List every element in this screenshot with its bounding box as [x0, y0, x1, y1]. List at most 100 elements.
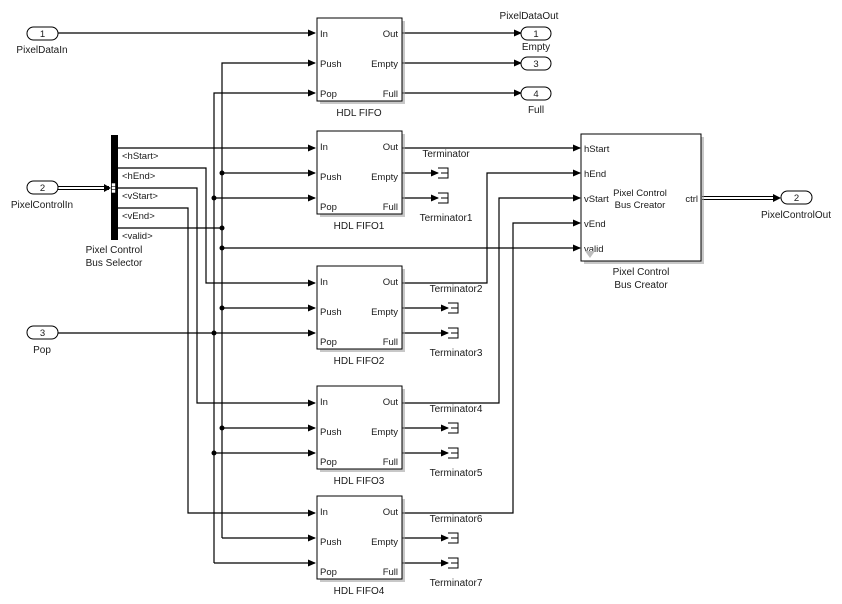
fifo-output-port-empty: Empty	[371, 172, 398, 183]
outport-pixeldataout[interactable]: PixelDataOut 1 Empty	[500, 11, 559, 53]
creator-port-hstart: hStart	[584, 144, 610, 155]
terminator-name: Terminator7	[430, 578, 483, 589]
junction-dot	[219, 225, 225, 231]
outport-number: 2	[794, 193, 799, 204]
terminator-block[interactable]: Terminator6	[430, 514, 483, 544]
fifo-input-port-push: Push	[320, 307, 342, 318]
bus-selector-name-2: Bus Selector	[86, 258, 143, 269]
creator-port-vend: vEnd	[584, 219, 606, 230]
fifo-name: HDL FIFO1	[334, 221, 385, 232]
terminators: TerminatorTerminator1Terminator2Terminat…	[420, 149, 483, 589]
bus-selector-name-1: Pixel Control	[86, 245, 143, 256]
terminator-name: Terminator4	[430, 404, 483, 415]
terminator-icon	[448, 302, 459, 314]
terminator-block[interactable]: Terminator2	[430, 284, 483, 314]
bus-wire-in[interactable]	[58, 184, 111, 192]
inport-number: 1	[40, 29, 45, 40]
junction-dot	[211, 450, 217, 456]
outport-number: 1	[533, 29, 538, 40]
inport-pixeldatain[interactable]: 1 PixelDataIn	[16, 26, 68, 56]
terminator-icon	[438, 192, 449, 204]
bus-creator-name-1: Pixel Control	[613, 267, 670, 278]
outport-label: Full	[528, 105, 544, 116]
inport-pixelcontrolin[interactable]: 2 PixelControlIn	[11, 180, 73, 211]
selector-signal-hend: <hEnd>	[122, 171, 156, 182]
fifo-output-port-out: Out	[383, 29, 399, 40]
fifo-name: HDL FIFO4	[334, 586, 385, 597]
fifo-output-port-empty: Empty	[371, 537, 398, 548]
selector-signal-valid: <valid>	[122, 231, 153, 242]
fifo-output-port-out: Out	[383, 397, 399, 408]
junction-dot	[219, 305, 225, 311]
terminator-icon	[438, 167, 449, 179]
outport-number: 4	[533, 89, 538, 100]
inport-label: PixelDataIn	[16, 45, 67, 56]
bus-wire-out[interactable]	[702, 194, 781, 202]
terminator-block[interactable]: Terminator3	[430, 327, 483, 359]
fifo-input-port-in: In	[320, 277, 328, 288]
junction-dot	[211, 330, 217, 336]
fifo-input-port-push: Push	[320, 537, 342, 548]
fifo-name: HDL FIFO	[336, 108, 381, 119]
wire-fifo3-out[interactable]	[402, 194, 581, 404]
outport-pixelcontrolout[interactable]: 2 PixelControlOut	[761, 190, 831, 221]
fifo-input-port-pop: Pop	[320, 457, 337, 468]
fifo-input-port-in: In	[320, 29, 328, 40]
wire-vend[interactable]	[118, 207, 316, 517]
outport-empty[interactable]: 3	[520, 56, 552, 71]
fifo-output-port-full: Full	[383, 567, 398, 578]
terminator-block[interactable]: Terminator4	[430, 404, 483, 434]
wire-pop-trunk[interactable]	[213, 89, 316, 563]
terminator-name: Terminator5	[430, 468, 483, 479]
outport-label: PixelControlOut	[761, 210, 831, 221]
bus-selector[interactable]: <hStart> <hEnd> <vStart> <vEnd> <valid> …	[86, 135, 159, 269]
wire-hend[interactable]	[118, 167, 316, 287]
outport-label: PixelDataOut	[500, 11, 559, 22]
fifo-output-port-full: Full	[383, 89, 398, 100]
outport-number: 3	[533, 59, 538, 70]
fifo-output-port-full: Full	[383, 457, 398, 468]
terminator-block[interactable]: Terminator5	[430, 447, 483, 479]
terminator-block[interactable]: Terminator7	[430, 557, 483, 589]
creator-inner-label-2: Bus Creator	[615, 200, 666, 211]
outport-full[interactable]: 4 Full	[520, 86, 552, 116]
fifo-input-port-push: Push	[320, 172, 342, 183]
fifo-input-port-push: Push	[320, 59, 342, 70]
junction-dot	[219, 170, 225, 176]
fifo-input-port-in: In	[320, 507, 328, 518]
junction-dot	[211, 195, 217, 201]
inport-label: PixelControlIn	[11, 200, 73, 211]
wire-vstart[interactable]	[118, 187, 316, 407]
terminator-icon	[448, 532, 459, 544]
inport-pop[interactable]: 3 Pop	[26, 325, 59, 356]
fifo-output-port-empty: Empty	[371, 307, 398, 318]
fifo-input-port-push: Push	[320, 427, 342, 438]
wire-fifo2-out[interactable]	[402, 169, 581, 284]
terminator-block[interactable]: Terminator	[422, 149, 470, 179]
bus-creator[interactable]: hStart hEnd vStart vEnd valid ctrl Pixel…	[580, 133, 704, 291]
terminator-name: Terminator6	[430, 514, 483, 525]
fifo-input-port-pop: Pop	[320, 89, 337, 100]
creator-port-valid: valid	[584, 244, 604, 255]
creator-port-ctrl: ctrl	[685, 194, 698, 205]
terminator-name: Terminator1	[420, 213, 473, 224]
selector-signal-vend: <vEnd>	[122, 211, 155, 222]
terminator-icon	[448, 327, 459, 339]
wire-push-trunk[interactable]	[221, 59, 316, 538]
wire-fifo4-out[interactable]	[402, 219, 581, 514]
terminator-icon	[448, 447, 459, 459]
terminator-block[interactable]: Terminator1	[420, 192, 473, 224]
selector-signal-hstart: <hStart>	[122, 151, 159, 162]
fifo-output-port-full: Full	[383, 202, 398, 213]
outport-sublabel: Empty	[522, 42, 550, 53]
inport-label: Pop	[33, 345, 51, 356]
terminator-name: Terminator2	[430, 284, 483, 295]
creator-inner-label-1: Pixel Control	[613, 188, 667, 199]
inport-number: 3	[40, 328, 45, 339]
